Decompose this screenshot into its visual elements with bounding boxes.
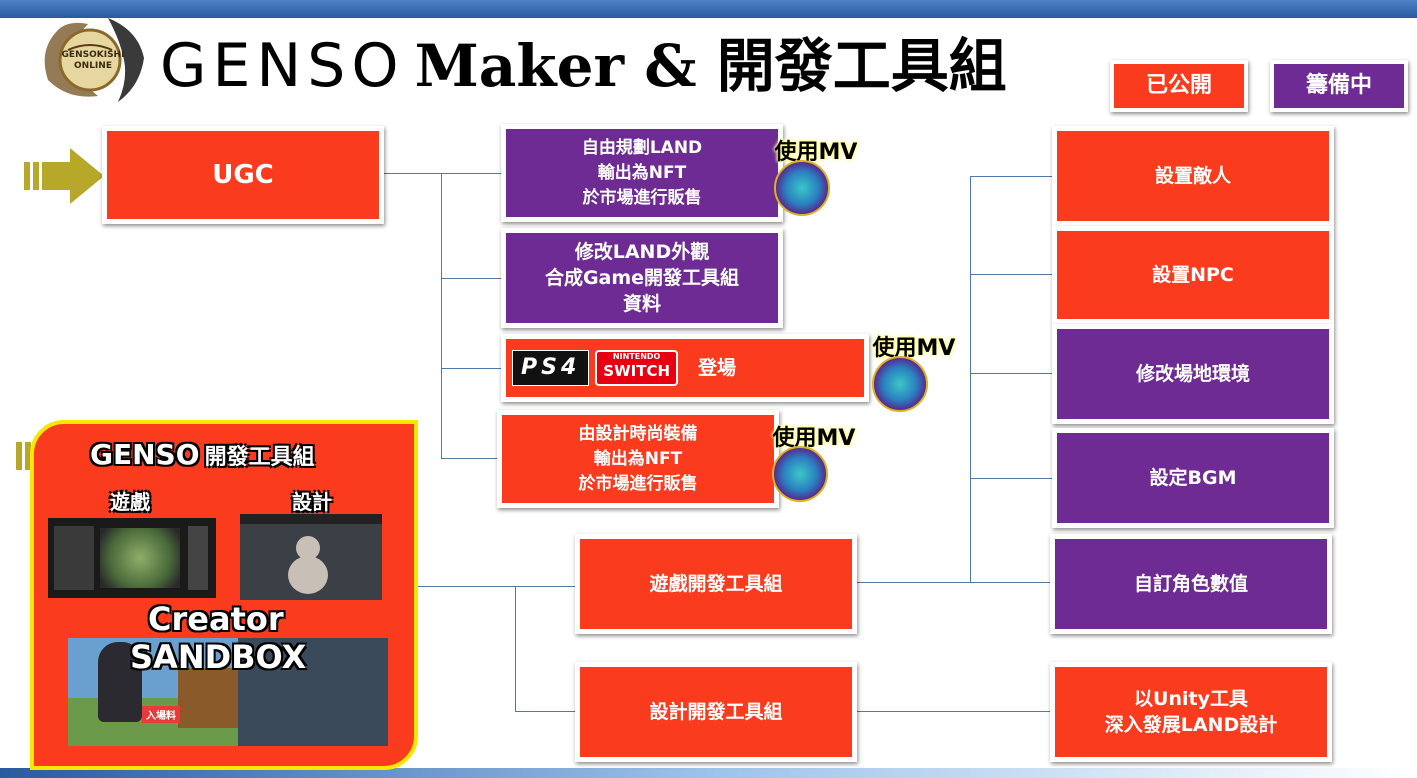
connector	[441, 278, 503, 279]
logo-text: GENSOKISHI ONLINE	[61, 50, 125, 71]
node-line: 輸出為NFT	[597, 162, 687, 183]
node-line: 修改場地環境	[1135, 363, 1250, 385]
node-line: 設定BGM	[1149, 467, 1237, 489]
node-enemy: 設置敵人	[1052, 126, 1334, 226]
design-editor-screenshot	[240, 514, 382, 600]
legend-released: 已公開	[1110, 60, 1248, 112]
gensokishi-logo: GENSOKISHI ONLINE	[28, 10, 158, 106]
node-env: 修改場地環境	[1052, 324, 1334, 424]
node-unity: 以Unity工具 深入發展LAND設計	[1050, 662, 1332, 762]
node-line: 於市場進行販售	[578, 473, 698, 494]
legend-preparing: 籌備中	[1270, 60, 1408, 112]
node-line: 以Unity工具	[1134, 688, 1248, 710]
connector	[970, 274, 1055, 275]
game-label: 遊戲	[110, 490, 150, 514]
node-stats: 自訂角色數值	[1050, 534, 1332, 634]
connector	[378, 173, 442, 174]
node-game-kit: 遊戲開發工具組	[575, 534, 857, 634]
connector	[515, 711, 578, 712]
node-line: 設計開發工具組	[649, 701, 783, 723]
mv-token-icon	[774, 160, 830, 216]
ps4-logo-icon: PS4	[512, 350, 590, 386]
node-line: 合成Game開發工具組	[544, 267, 740, 289]
connector	[416, 586, 578, 587]
platform-text: 登場	[698, 357, 737, 379]
sandbox-screenshot: 入場料	[68, 638, 388, 746]
node-fashion-nft: 由設計時尚裝備 輸出為NFT 於市場進行販售	[497, 410, 779, 508]
connector	[441, 458, 503, 459]
node-land-nft: 自由規劃LAND 輸出為NFT 於市場進行販售	[501, 124, 783, 222]
top-banner	[0, 0, 1417, 18]
connector	[854, 582, 971, 583]
switch-logo-icon: NINTENDO SWITCH	[595, 350, 679, 386]
arrow-right-icon	[24, 148, 104, 204]
node-line: 輸出為NFT	[593, 448, 683, 469]
node-design-kit: 設計開發工具組	[575, 662, 857, 762]
connector	[441, 173, 442, 459]
node-line: 修改LAND外觀	[574, 241, 710, 263]
connector	[970, 478, 1055, 479]
sandbox-title: GENSO 開發工具組	[90, 438, 390, 471]
sandbox-text: SANDBOX	[130, 638, 307, 676]
creator-text: Creator	[148, 600, 284, 638]
node-land-look: 修改LAND外觀 合成Game開發工具組 資料	[501, 228, 783, 328]
sandbox-title-zh: 開發工具組	[204, 445, 315, 470]
connector	[970, 582, 1055, 583]
node-platform: PS4 NINTENDO SWITCH 登場	[501, 334, 869, 402]
mv-label: 使用MV	[772, 426, 856, 451]
mv-label: 使用MV	[872, 336, 956, 361]
node-line: 自訂角色數值	[1133, 573, 1248, 595]
mv-badge: 使用MV	[766, 420, 862, 504]
node-ugc-label: UGC	[212, 160, 274, 190]
title-rest: Maker & 開發工具組	[414, 32, 1007, 100]
connector	[441, 173, 503, 174]
connector	[970, 373, 1055, 374]
switch-bottom: SWITCH	[603, 362, 671, 380]
node-line: 由設計時尚裝備	[578, 423, 698, 444]
entry-badge: 入場料	[142, 706, 180, 723]
design-label: 設計	[292, 490, 332, 514]
mv-badge: 使用MV	[866, 330, 962, 414]
mv-token-icon	[872, 356, 928, 412]
node-line: 設置NPC	[1152, 264, 1234, 286]
node-ugc: UGC	[102, 126, 384, 224]
node-npc: 設置NPC	[1052, 226, 1334, 324]
game-editor-screenshot	[48, 518, 216, 598]
creator-sandbox-panel: GENSO 開發工具組 遊戲 設計 Creator 入場料 SANDBOX	[30, 420, 418, 770]
node-line: 深入發展LAND設計	[1104, 714, 1278, 736]
node-line: 自由規劃LAND	[581, 137, 703, 158]
connector	[970, 176, 971, 583]
connector	[441, 368, 503, 369]
sandbox-title-en: GENSO	[90, 438, 200, 471]
node-line: 設置敵人	[1154, 165, 1231, 187]
bottom-banner	[0, 768, 1417, 778]
mv-label: 使用MV	[774, 140, 858, 165]
connector	[854, 711, 1054, 712]
mv-badge: 使用MV	[768, 134, 864, 218]
switch-top: NINTENDO	[612, 352, 661, 361]
connector	[515, 586, 516, 712]
title-brand: GENSO	[160, 31, 405, 101]
node-line: 於市場進行販售	[582, 187, 702, 208]
node-line: 資料	[622, 293, 661, 315]
node-bgm: 設定BGM	[1052, 428, 1334, 528]
mv-token-icon	[772, 446, 828, 502]
connector	[970, 176, 1055, 177]
node-line: 遊戲開發工具組	[649, 573, 783, 595]
